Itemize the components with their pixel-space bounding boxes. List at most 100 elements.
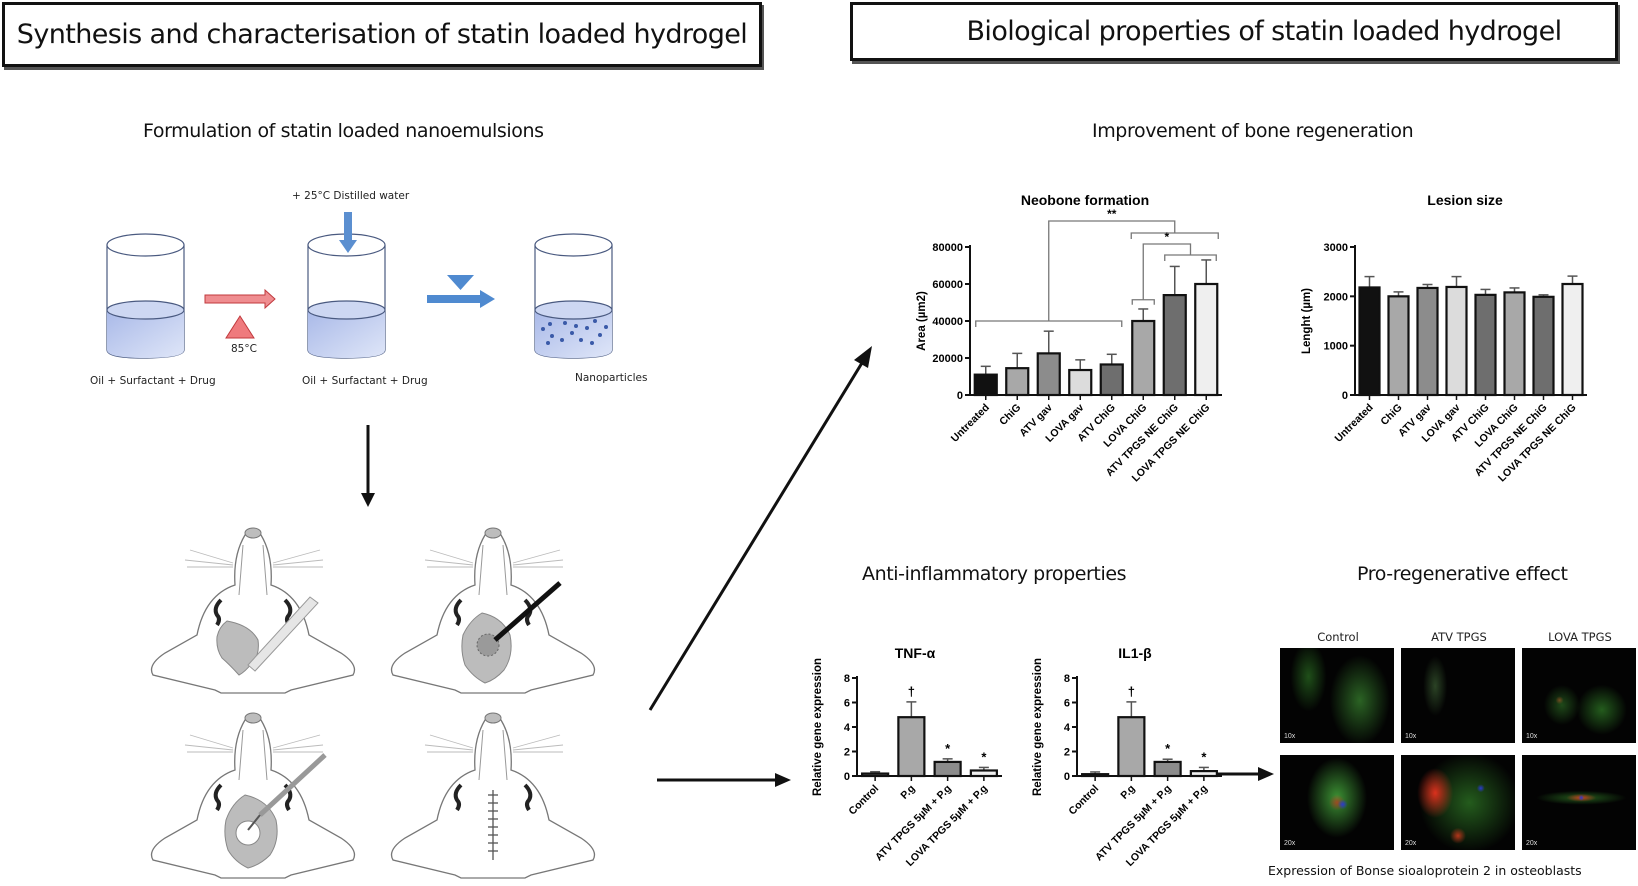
y-tick-label: 0 [957,390,963,402]
bar [1036,352,1061,397]
y-tick-label: 6 [1064,698,1070,710]
bar [897,716,926,778]
down-arrow-icon [361,425,375,507]
surgery-step-incision [149,526,357,695]
mag-label: 10x [1405,733,1417,740]
micro-image-control-10x: 10x [1280,648,1394,743]
significance-bracket [1048,220,1176,321]
y-tick-label: 40000 [932,316,963,328]
micro-col-label-lova: LOVA TPGS [1548,630,1612,644]
header-synthesis: Synthesis and characterisation of statin… [2,2,762,67]
micro-image-control-20x: 20x [1280,755,1394,850]
y-tick-label: 20000 [932,353,963,365]
significance-marker: † [908,684,915,699]
x-tick-label: Control [846,783,881,818]
heat-arrow-icon [204,288,276,339]
bar [1194,282,1219,397]
drill-icon [493,581,562,642]
y-tick-label: 60000 [932,279,963,291]
y-tick-label: 6 [844,698,850,710]
bar [1068,368,1093,397]
mag-label: 10x [1284,733,1296,740]
y-tick-label: 0 [1342,390,1348,402]
arrow-to-anti-inflammatory-icon [657,773,791,787]
bar [973,373,998,397]
micro-col-label-atv: ATV TPGS [1431,630,1487,644]
significance-marker: * [945,741,951,756]
beaker-nanoparticles [534,233,613,359]
y-tick-label: 2 [1064,747,1070,759]
y-axis-label: Relative gene expression [1032,658,1044,796]
surgery-step-injection [149,711,357,880]
y-tick-label: 0 [844,771,850,783]
header-biological: Biological properties of statin loaded h… [850,2,1618,61]
micro-image-lova-10x: 10x [1522,648,1636,743]
y-axis-label: Area (µm2) [916,291,928,351]
y-tick-label: 1000 [1324,341,1348,353]
bar [1117,716,1146,778]
y-axis-label: Relative gene expression [812,658,824,796]
water-arrow-icon [339,212,357,253]
y-tick-label: 8 [844,673,850,685]
bar [1532,295,1555,397]
chart-title: Lesion size [1427,192,1503,208]
significance-marker: * [1165,741,1171,756]
scalpel-icon [247,596,319,672]
y-tick-label: 4 [1064,722,1071,734]
micro-image-atv-20x: 20x [1401,755,1515,850]
chart-title: Neobone formation [1021,192,1149,208]
chart-title: IL1-β [1118,645,1152,661]
microscopy-caption: Expression of Bonse sioaloprotein 2 in o… [1268,863,1582,878]
bar [1099,363,1124,397]
arrow-to-bone-regeneration-icon [648,346,872,711]
micro-col-label-control: Control [1317,630,1359,644]
x-tick-label: P.g [1118,783,1137,802]
bone-defect-filled [235,820,261,846]
label-water: + 25°C Distilled water [292,190,410,202]
micro-image-lova-20x: 20x [1522,755,1636,850]
significance-bracket [975,320,1123,327]
significance-marker: * [981,749,987,764]
significance-marker: ** [1107,207,1117,221]
bar [1445,285,1468,397]
header-biological-text: Biological properties of statin loaded h… [966,16,1563,47]
section-title-bone-regeneration: Improvement of bone regeneration [1092,120,1414,142]
label-beaker1: Oil + Surfactant + Drug [90,375,216,387]
bar [1081,773,1110,778]
surgery-step-drilling [389,526,597,695]
nanoparticle-dots [541,319,608,345]
bar [1387,295,1410,397]
significance-marker: * [1201,749,1207,764]
mag-label: 20x [1284,840,1296,847]
y-axis-label: Lenght (µm) [1301,288,1313,354]
section-title-anti-inflammatory: Anti-inflammatory properties [862,563,1127,585]
bar [969,769,998,778]
beaker-oil-surfactant-drug [106,233,185,359]
bar [1153,760,1182,778]
microscopy-panel: Control ATV TPGS LOVA TPGS 10x 10x 10x 2… [1268,630,1638,886]
y-tick-label: 0 [1064,771,1070,783]
bar [933,760,962,778]
bone-defect [476,633,500,657]
bar [1416,286,1439,397]
y-tick-label: 2 [844,747,850,759]
significance-bracket [1142,243,1192,300]
bar [1005,367,1030,397]
section-title-pro-regenerative: Pro-regenerative effect [1357,563,1568,585]
x-tick-label: Control [1066,783,1101,818]
significance-bracket [1131,299,1155,305]
micro-image-atv-10x: 10x [1401,648,1515,743]
y-tick-label: 4 [844,722,851,734]
bar [1503,291,1526,397]
significance-marker: † [1128,684,1135,699]
bar [1189,770,1218,778]
syringe-icon [247,753,327,831]
cooling-arrow-icon [427,275,495,308]
heat-triangle-icon [225,315,255,339]
beaker-heated-mixture [307,233,386,359]
suture-icon [488,790,498,860]
